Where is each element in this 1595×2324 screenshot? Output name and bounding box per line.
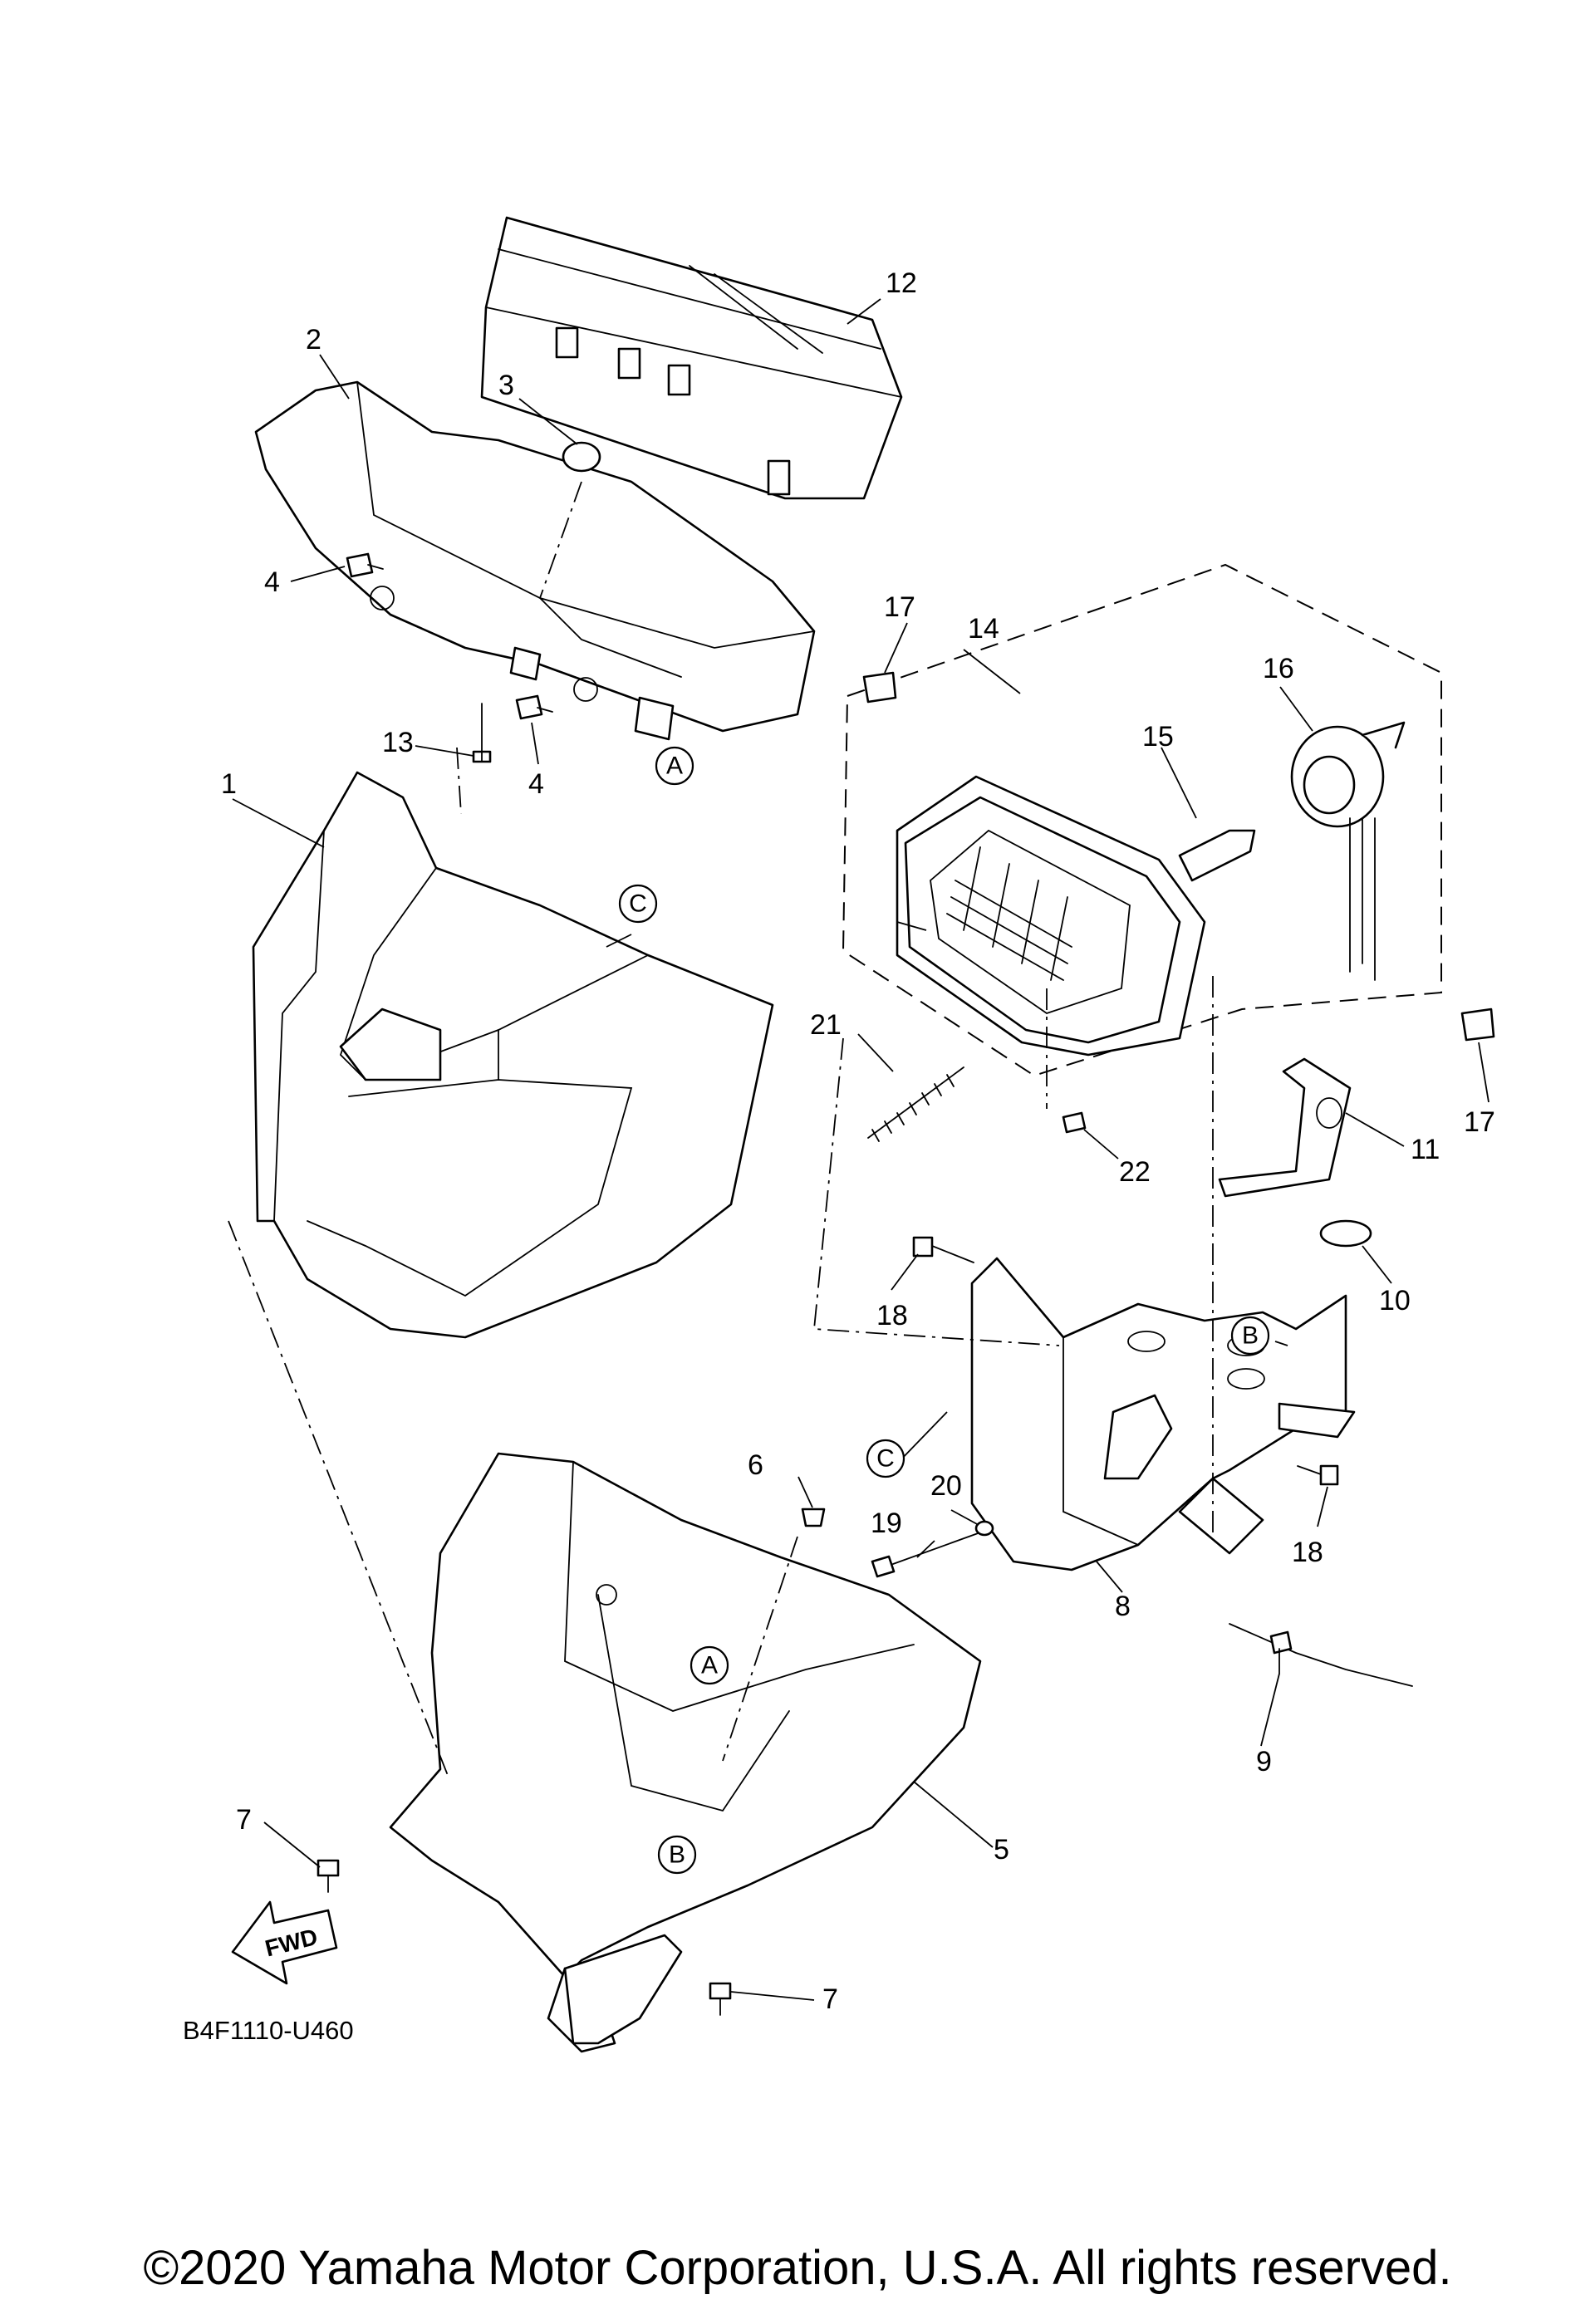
clip-part [1460,1008,1495,1042]
callout-18: 18 [1292,1537,1323,1568]
callout-17: 17 [1464,1106,1495,1138]
leader-lines [232,298,1489,2001]
bulb-part [1178,829,1256,882]
spring-part [867,1066,964,1142]
svg-text:A: A [666,753,683,780]
reference-mark-a: A [655,746,694,786]
cable-tie-part [1229,1623,1413,1687]
callout-4: 4 [264,566,280,598]
bolt-part [346,552,384,578]
bolt-part [912,1236,974,1263]
assembly-line [813,1037,1060,1346]
headlight-unit-part [896,775,1206,1057]
screw-part [472,703,492,763]
headlight-bracket-part [970,1257,1356,1571]
rivet-part [317,1859,340,1893]
screw-part [801,1508,826,1527]
forward-direction-arrow: FWD [231,1900,338,1985]
long-bolt-part [871,1532,981,1578]
bolt-part [1297,1464,1339,1486]
callout-11: 11 [1411,1134,1440,1165]
callout-17: 17 [884,591,915,623]
callout-22: 22 [1119,1156,1151,1188]
callout-18: 18 [876,1300,908,1331]
reference-mark-a: A [690,1645,729,1685]
callout-12: 12 [886,267,917,299]
meter-cover-part [254,380,816,741]
copyright-notice: ©2020 Yamaha Motor Corporation, U.S.A. A… [143,2241,1451,2295]
lower-cowl-part [389,1452,982,2053]
callout-16: 16 [1263,653,1294,684]
callout-21: 21 [810,1009,842,1041]
reference-marks: A A B B C C [618,746,1270,1875]
nut-part [1062,1111,1087,1134]
rivet-part [709,1982,732,2016]
svg-text:C: C [629,890,647,918]
svg-text:B: B [669,1841,685,1869]
meter-assembly-part [480,216,903,500]
callout-4: 4 [528,768,544,800]
bracket-part [1218,1057,1352,1198]
callout-19: 19 [871,1508,902,1539]
assembly-line [456,747,462,815]
callout-2: 2 [306,324,321,355]
socket-part [1290,721,1406,981]
callout-14: 14 [968,613,999,645]
svg-text:A: A [701,1652,718,1679]
callout-5: 5 [994,1834,1009,1866]
callout-6: 6 [748,1449,763,1481]
assembly-line [539,481,582,599]
grommet-part [562,441,601,473]
callout-8: 8 [1115,1591,1131,1622]
callout-7: 7 [822,1983,838,2015]
reference-mark-b: B [1230,1316,1270,1356]
reference-mark-b: B [657,1835,697,1875]
headlight-cowl-part [252,771,774,1339]
callout-13: 13 [382,727,414,758]
diagram-code: B4F1110-U460 [183,2016,354,2045]
callout-10: 10 [1379,1285,1411,1316]
reference-mark-c: C [618,884,658,924]
callout-3: 3 [498,370,514,401]
washer-part [974,1520,994,1537]
bolt-part [515,694,553,720]
reference-mark-c: C [866,1439,905,1478]
svg-text:C: C [876,1445,895,1473]
assembly-line [722,1536,798,1762]
callout-7: 7 [236,1804,252,1836]
grommet-part [1319,1219,1372,1248]
callout-1: 1 [221,768,237,800]
callouts: 1 2 3 4 4 5 6 7 7 8 9 10 11 12 13 14 15 … [221,267,1495,2015]
callout-9: 9 [1256,1746,1272,1777]
callout-15: 15 [1142,721,1174,753]
headlight-assembly-boundary [842,563,1442,1077]
svg-text:B: B [1242,1322,1259,1350]
clip-part [862,671,897,704]
callout-20: 20 [930,1470,962,1502]
lower-cowl-tail-part [563,1934,683,2045]
assembly-line [228,1220,449,1778]
